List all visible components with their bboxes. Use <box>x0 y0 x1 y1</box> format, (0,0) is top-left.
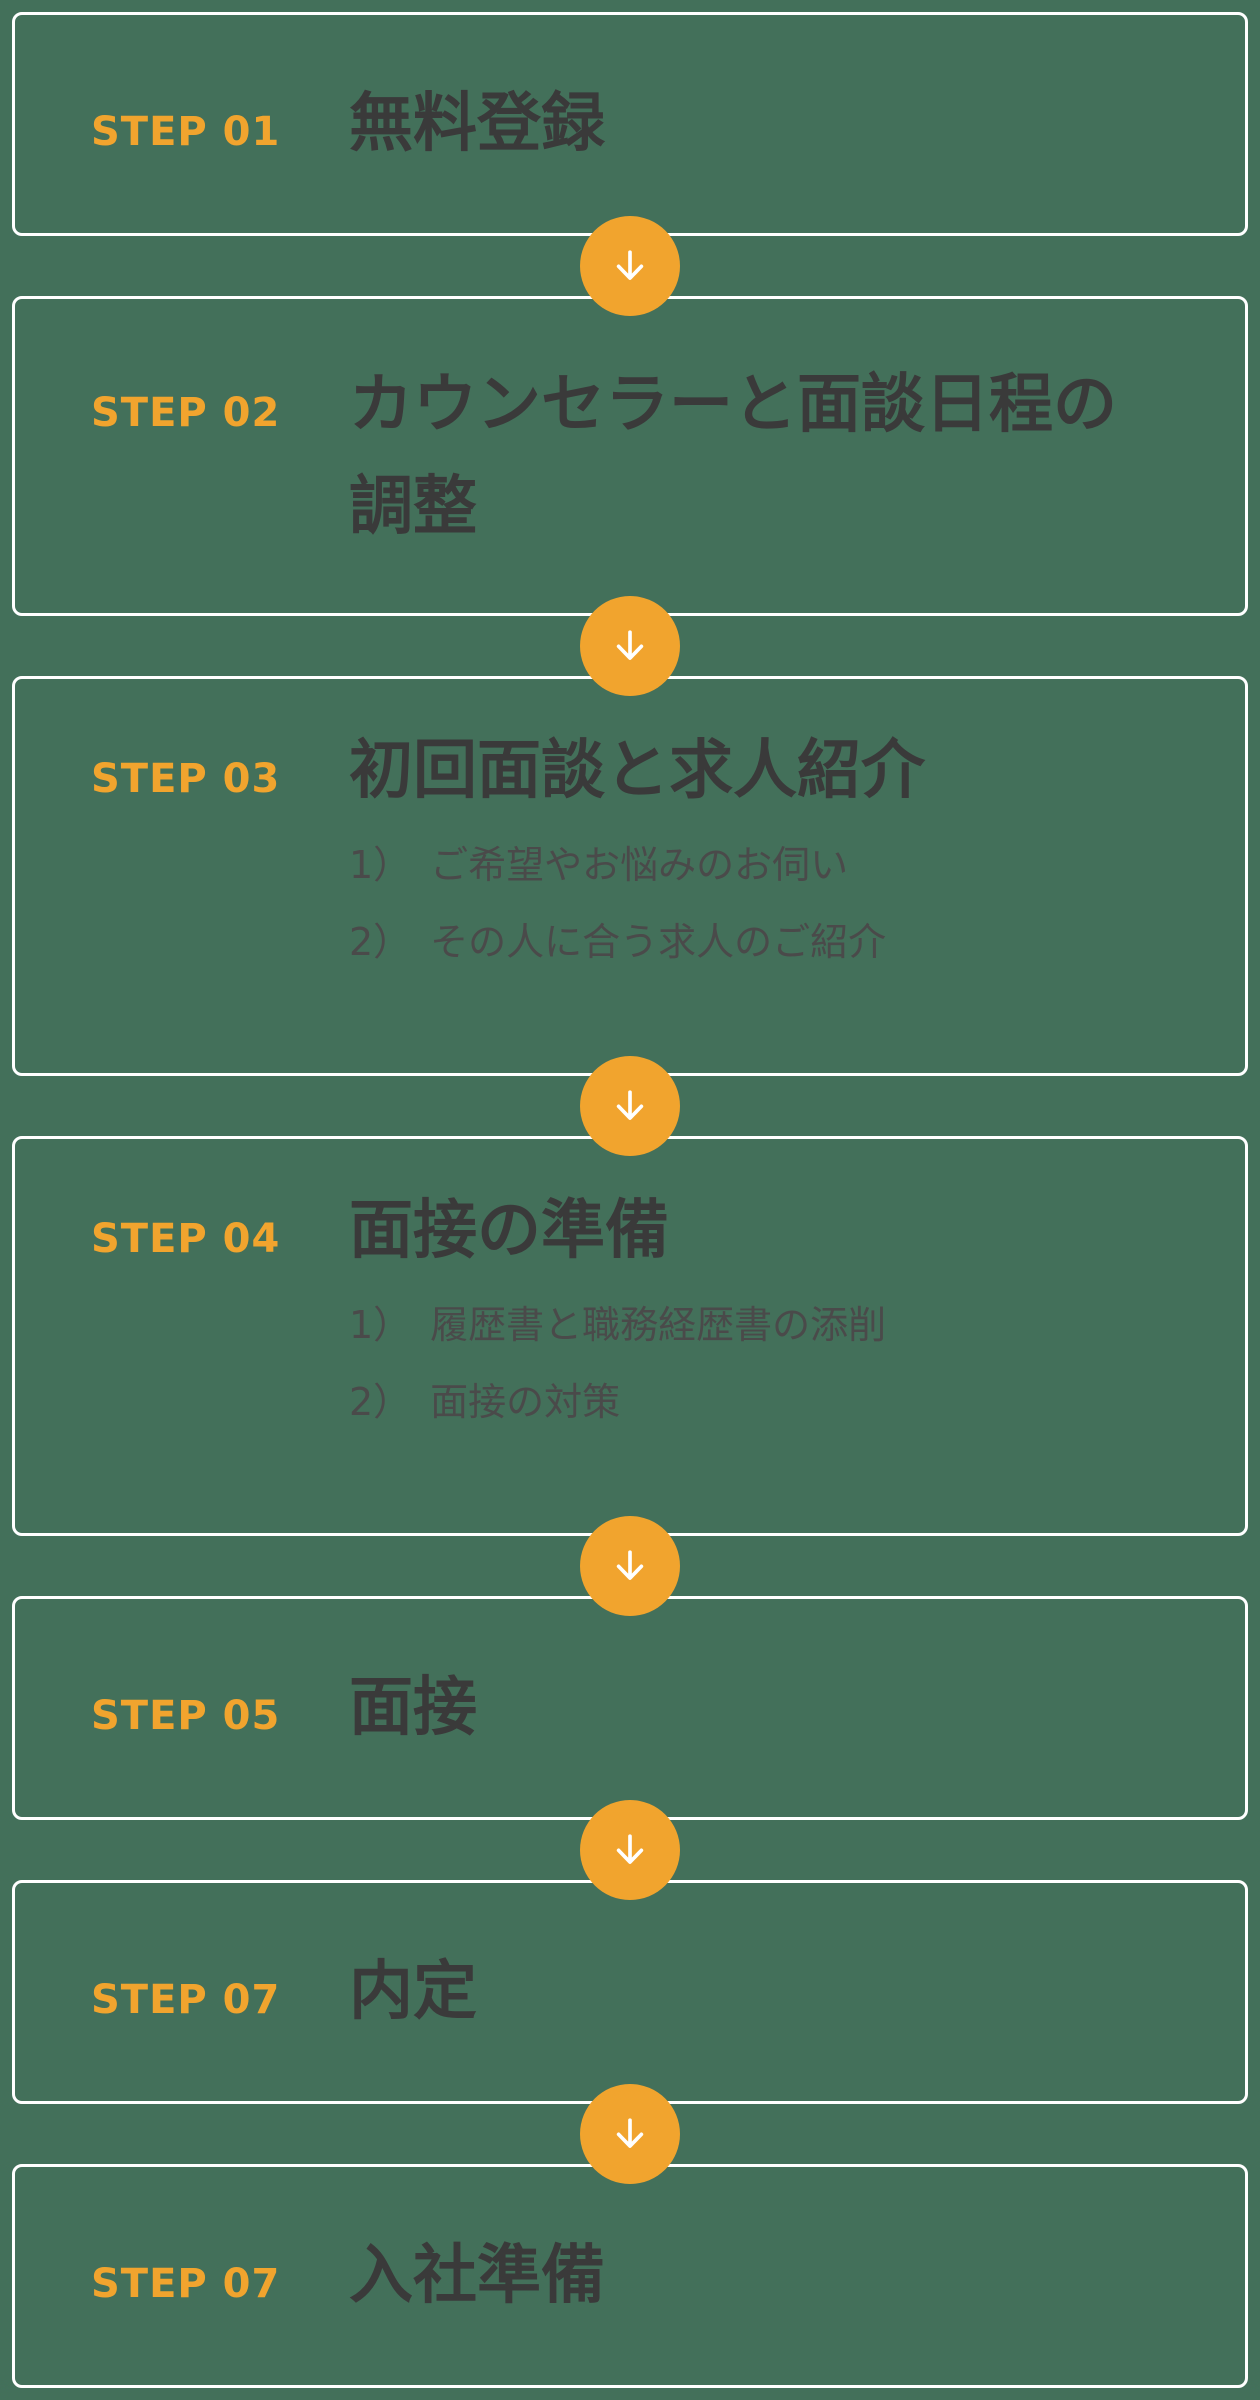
arrow-gap <box>12 596 1248 696</box>
down-arrow-icon <box>616 250 644 280</box>
step-card-row: STEP 07 入社準備 <box>15 2225 1245 2327</box>
down-arrow-icon <box>616 1834 644 1864</box>
arrow-gap <box>12 1516 1248 1616</box>
step-content: 入社準備 <box>349 2225 1135 2327</box>
arrow-gap <box>12 1800 1248 1900</box>
step-card-5: STEP 05 面接 <box>12 1596 1248 1820</box>
step-number-label: STEP 01 <box>91 108 281 155</box>
step-number-label: STEP 04 <box>91 1216 281 1262</box>
step-content: 無料登録 <box>349 73 1135 175</box>
step-content: カウンセラーと面談日程の調整 <box>349 354 1135 559</box>
down-arrow-badge <box>580 596 680 696</box>
step-substep-item: 1） 履歴書と職務経歴書の添削 <box>349 1303 887 1347</box>
step-content: 面接の準備 1） 履歴書と職務経歴書の添削 2） 面接の対策 <box>349 1191 1135 1431</box>
step-substep-item: 2） 面接の対策 <box>349 1380 621 1424</box>
step-card-6: STEP 07 内定 <box>12 1880 1248 2104</box>
step-card-7: STEP 07 入社準備 <box>12 2164 1248 2388</box>
down-arrow-icon <box>616 1550 644 1580</box>
step-title: 面接 <box>349 1670 477 1745</box>
step-substep-list: 1） 履歴書と職務経歴書の添削 2） 面接の対策 <box>349 1297 1135 1431</box>
down-arrow-badge <box>580 1056 680 1156</box>
step-substep-item: 1） ご希望やお悩みのお伺い <box>349 843 849 887</box>
step-title: 入社準備 <box>349 2238 605 2313</box>
down-arrow-icon <box>616 1090 644 1120</box>
arrow-gap <box>12 1056 1248 1156</box>
step-substep-item: 2） その人に合う求人のご紹介 <box>349 920 887 964</box>
step-title: 初回面談と求人紹介 <box>349 734 925 808</box>
step-card-1: STEP 01 無料登録 <box>12 12 1248 236</box>
down-arrow-icon <box>616 630 644 660</box>
step-content: 初回面談と求人紹介 1） ご希望やお悩みのお伺い 2） その人に合う求人のご紹介 <box>349 731 1135 971</box>
down-arrow-badge <box>580 2084 680 2184</box>
step-flow: STEP 01 無料登録 STEP 02 カウンセラーと面談日程の調整 <box>12 12 1248 2388</box>
step-card-2: STEP 02 カウンセラーと面談日程の調整 <box>12 296 1248 616</box>
step-card-row: STEP 04 面接の準備 1） 履歴書と職務経歴書の添削 2） 面接の対策 <box>15 1191 1245 1431</box>
step-substep-list: 1） ご希望やお悩みのお伺い 2） その人に合う求人のご紹介 <box>349 837 1135 971</box>
step-card-row: STEP 07 内定 <box>15 1941 1245 2043</box>
step-number-label: STEP 07 <box>91 1976 281 2023</box>
step-card-row: STEP 01 無料登録 <box>15 73 1245 175</box>
step-title: 面接の準備 <box>349 1194 669 1268</box>
step-title: 無料登録 <box>349 86 605 161</box>
step-title: カウンセラーと面談日程の調整 <box>349 367 1117 544</box>
down-arrow-badge <box>580 216 680 316</box>
down-arrow-badge <box>580 1516 680 1616</box>
step-number-label: STEP 03 <box>91 756 281 802</box>
step-card-row: STEP 03 初回面談と求人紹介 1） ご希望やお悩みのお伺い 2） その人に… <box>15 731 1245 971</box>
step-card-row: STEP 02 カウンセラーと面談日程の調整 <box>15 354 1245 559</box>
step-content: 内定 <box>349 1941 1135 2043</box>
down-arrow-badge <box>580 1800 680 1900</box>
down-arrow-icon <box>616 2118 644 2148</box>
arrow-gap <box>12 2084 1248 2184</box>
step-number-label: STEP 07 <box>91 2260 281 2307</box>
step-card-4: STEP 04 面接の準備 1） 履歴書と職務経歴書の添削 2） 面接の対策 <box>12 1136 1248 1536</box>
step-number-label: STEP 02 <box>91 389 281 436</box>
step-card-row: STEP 05 面接 <box>15 1657 1245 1759</box>
step-number-label: STEP 05 <box>91 1692 281 1739</box>
step-title: 内定 <box>349 1954 477 2029</box>
step-content: 面接 <box>349 1657 1135 1759</box>
step-card-3: STEP 03 初回面談と求人紹介 1） ご希望やお悩みのお伺い 2） その人に… <box>12 676 1248 1076</box>
arrow-gap <box>12 216 1248 316</box>
